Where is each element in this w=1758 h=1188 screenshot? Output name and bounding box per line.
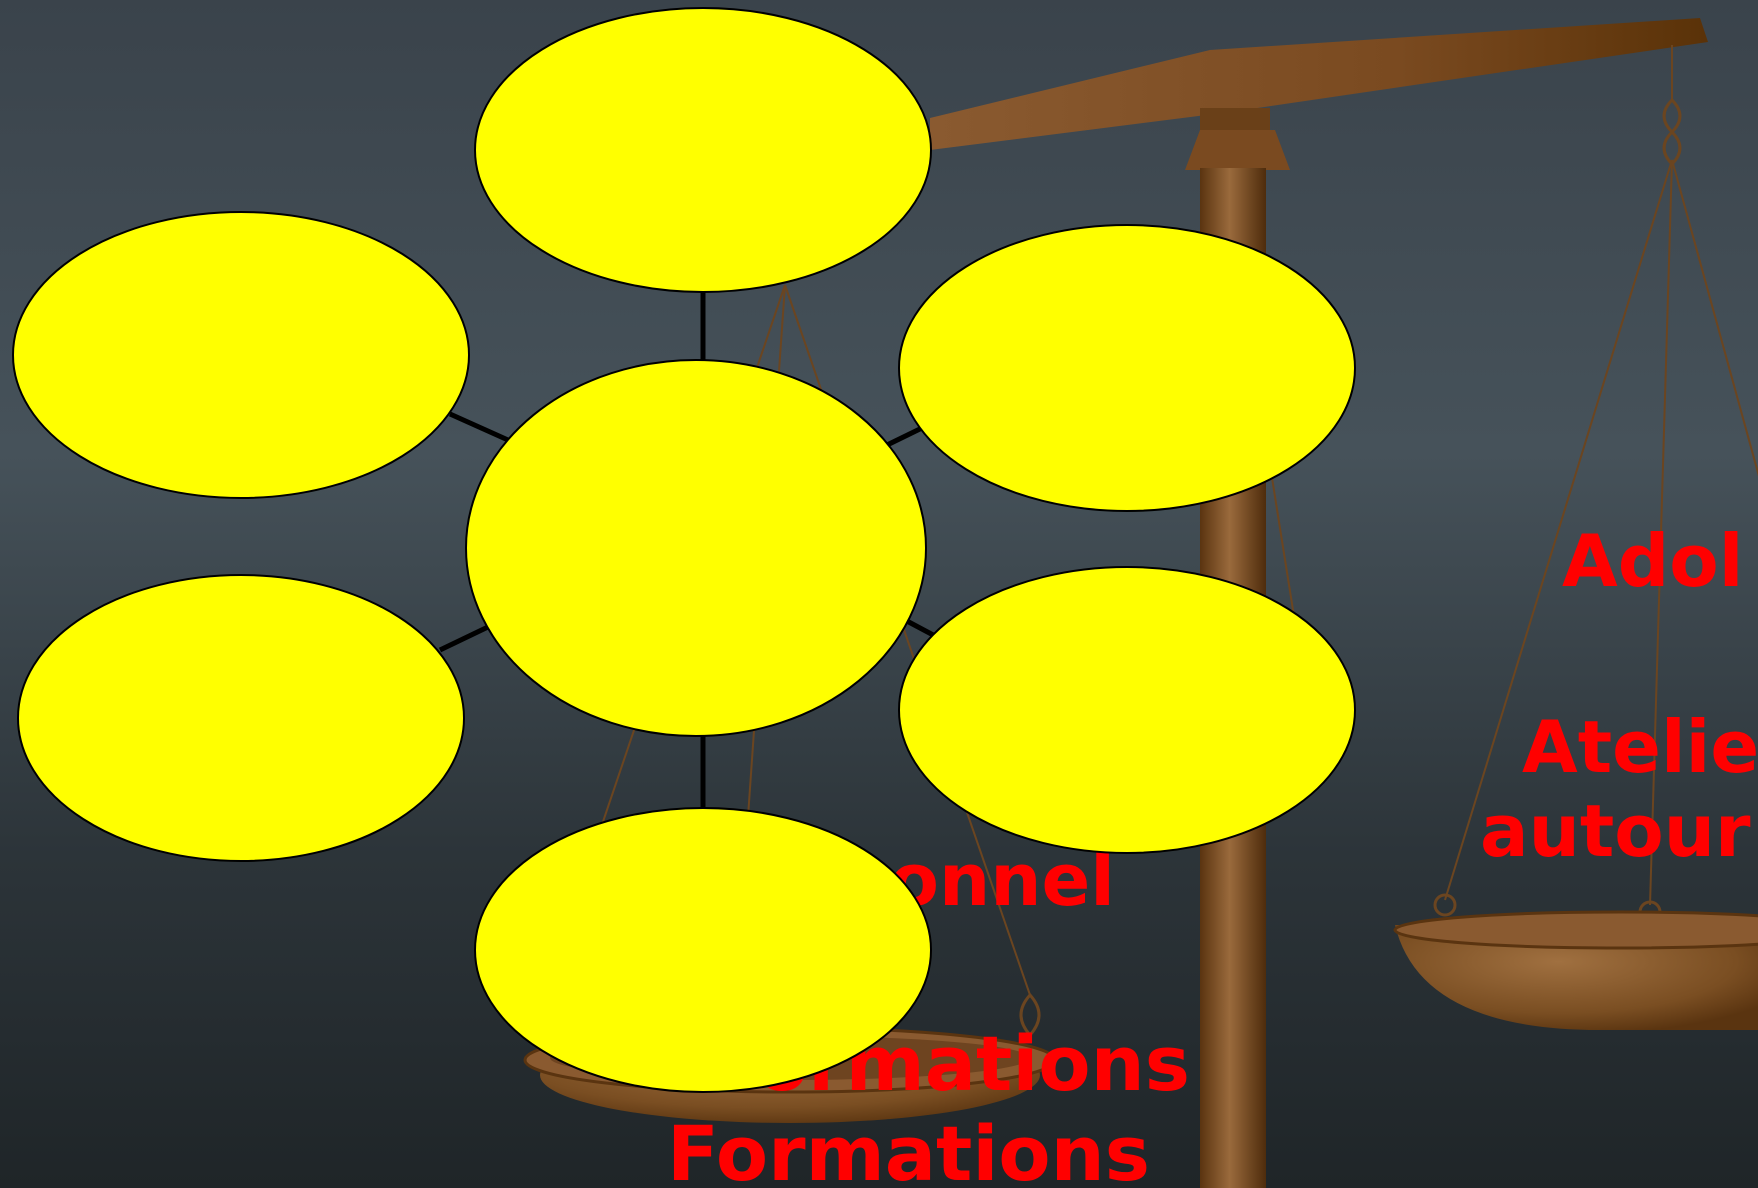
connector-lower-right	[903, 617, 937, 639]
mind-map-node-upper-right[interactable]	[898, 224, 1356, 512]
mind-map-node-top[interactable]	[474, 7, 932, 293]
connector-lower-left	[438, 623, 492, 653]
mind-map-node-bottom[interactable]	[474, 807, 932, 1093]
connector-upper-left	[448, 411, 510, 443]
right-pan-text: Adol Atelie autour	[1480, 519, 1758, 873]
right-pan-ring-left	[1433, 893, 1457, 917]
mind-map-node-lower-right[interactable]	[898, 566, 1356, 854]
right-pan-text-line-2: Atelie	[1522, 705, 1758, 789]
right-pan-strings	[1444, 45, 1758, 906]
mind-map-node-upper-left[interactable]	[12, 211, 470, 499]
connector-upper-right	[883, 423, 928, 449]
left-pan-hook	[1019, 992, 1041, 1038]
mind-map-center-node[interactable]	[465, 359, 927, 737]
mind-map	[12, 7, 1356, 1093]
right-pan	[1393, 910, 1758, 1030]
left-pan-text-line-3: Formations	[667, 1109, 1150, 1188]
right-pan-chain	[1662, 97, 1682, 167]
scale-beam	[930, 18, 1708, 150]
mind-map-connectors	[438, 292, 937, 810]
scale-pivot-bell	[1185, 130, 1290, 170]
right-pan-text-line-1: Adol	[1562, 519, 1743, 603]
right-pan-text-line-3: autour	[1480, 789, 1751, 873]
mind-map-node-lower-left[interactable]	[17, 574, 465, 862]
